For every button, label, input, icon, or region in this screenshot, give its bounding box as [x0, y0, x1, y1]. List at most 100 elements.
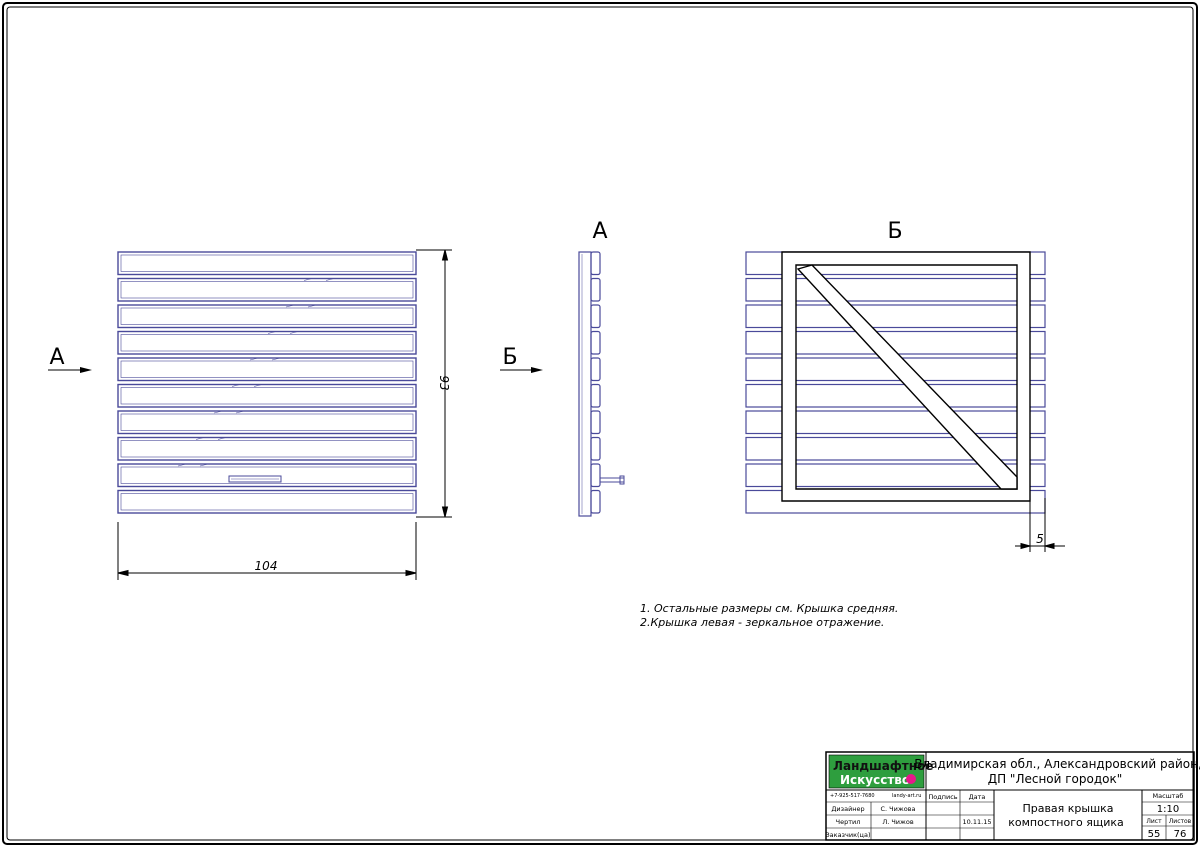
view-b-label: Б: [887, 219, 902, 244]
front-slat: [117, 410, 417, 435]
brace-hint-mark: [195, 437, 205, 440]
front-slat: [117, 383, 417, 408]
front-slat-inner: [120, 281, 414, 299]
front-slat: [117, 489, 417, 514]
side-frame-bar: [578, 251, 592, 517]
row-name-designer: С. Чижова: [881, 805, 916, 813]
front-slat-inner: [120, 413, 414, 431]
back-slat: [745, 304, 1046, 329]
project-name: ДП "Лесной городок": [988, 772, 1123, 786]
title-block: [825, 751, 1195, 841]
side-slat-end: [590, 277, 601, 302]
front-slat: [117, 436, 417, 461]
header-signature: Подпись: [928, 793, 957, 801]
front-slat: [117, 277, 417, 302]
back-slat: [745, 463, 1046, 488]
back-slat: [745, 410, 1046, 435]
front-slat-inner: [120, 307, 414, 325]
scale-value: 1:10: [1157, 804, 1179, 815]
brace-hint-mark: [231, 384, 241, 387]
side-handle-knob: [619, 475, 625, 485]
side-view-a: [578, 251, 625, 517]
brace-hint-mark: [249, 357, 259, 361]
height-dimension-label: 93: [437, 375, 451, 390]
side-slat-end: [590, 357, 601, 382]
company-logo: Ландшафтное Искусство: [828, 754, 933, 789]
header-date: Дата: [969, 793, 986, 801]
brace-hint-mark: [213, 410, 223, 414]
back-view-b: [745, 251, 1046, 514]
brace-hint-mark: [267, 331, 277, 334]
brace-hint-mark: [325, 278, 335, 281]
brace-hint-mark: [217, 437, 227, 440]
drawing-title-line1: Правая крышка: [1022, 802, 1113, 815]
phone: +7-925-517-7680: [830, 793, 875, 799]
location: Владимирская обл., Александровский район…: [914, 757, 1200, 771]
brace-hint-mark: [303, 278, 313, 281]
side-slat-end: [590, 330, 601, 355]
logo-line1: Ландшафтное: [833, 759, 933, 773]
brace-hint-mark: [285, 304, 295, 308]
view-a-label: А: [592, 219, 607, 244]
lid-handle: [228, 475, 282, 483]
brace-hint-mark: [253, 384, 263, 387]
view-b-arrow: [500, 367, 543, 373]
front-slat-inner: [120, 360, 414, 378]
logo-line2: Искусство: [840, 773, 910, 787]
brace-hint-mark: [307, 304, 317, 308]
front-slat: [117, 357, 417, 382]
front-slat-inner: [120, 334, 414, 352]
view-b-arrow-label: Б: [502, 345, 517, 370]
drawing-title-line2: компостного ящика: [1008, 816, 1124, 829]
header-sheet: Лист: [1146, 818, 1162, 825]
front-slat: [117, 304, 417, 329]
front-slat-inner: [120, 493, 414, 511]
brace-hint-mark: [271, 357, 281, 361]
note-1: 1. Остальные размеры см. Крышка средняя.: [640, 602, 898, 615]
back-slat: [745, 383, 1046, 408]
side-slat-end: [590, 436, 601, 461]
sheet-number: 55: [1148, 829, 1161, 840]
back-slat: [745, 277, 1046, 302]
view-b-dimension-label: 5: [1036, 532, 1044, 546]
front-view: [117, 251, 417, 514]
row-name-drafter: Л. Чижов: [882, 818, 914, 826]
header-scale: Масштаб: [1153, 792, 1184, 800]
side-slat-end: [590, 383, 601, 408]
brace-hint-mark: [289, 331, 299, 334]
side-slat-end: [590, 410, 601, 435]
front-slat: [117, 463, 417, 488]
brace-hint-mark: [199, 463, 209, 467]
front-view-dimensions: [117, 249, 452, 580]
view-b-dimension: [1015, 498, 1065, 552]
front-slat-inner: [120, 254, 414, 272]
front-slat: [117, 330, 417, 355]
front-slat-inner: [120, 387, 414, 405]
side-slat-end: [590, 251, 601, 276]
brace-hint-mark: [177, 463, 187, 467]
sheets-total: 76: [1174, 829, 1187, 840]
front-slat-inner: [120, 440, 414, 458]
side-slat-end: [590, 489, 601, 514]
note-2: 2.Крышка левая - зеркальное отражение.: [640, 616, 884, 629]
width-dimension-label: 104: [255, 559, 278, 573]
header-sheets: Листов: [1169, 818, 1192, 825]
row-role-designer: Дизайнер: [831, 805, 864, 813]
view-a-arrow-label: А: [49, 345, 64, 370]
side-slat-end: [590, 304, 601, 329]
row-role-drafter: Чертил: [836, 818, 861, 826]
back-slat: [745, 436, 1046, 461]
brace-hint-mark: [235, 410, 245, 414]
side-slat-end: [590, 463, 601, 488]
row-date-drafter: 10.11.15: [963, 818, 992, 826]
front-slat: [117, 251, 417, 276]
sheet-border-inner: [6, 6, 1194, 841]
view-a-arrow: [48, 367, 92, 373]
logo-dot-icon: [906, 774, 916, 784]
diagonal-brace: [796, 264, 1018, 490]
front-slat-inner: [120, 466, 414, 484]
row-role-customer: Заказчик(ца): [826, 831, 871, 839]
